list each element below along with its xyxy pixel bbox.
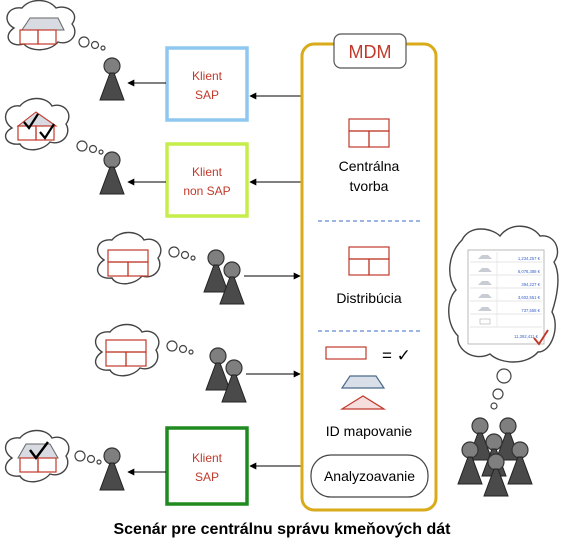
client-1-line1: Klient	[192, 69, 223, 83]
report-value-2: 6,078,388 €	[518, 269, 541, 274]
analysis-label: Analyzoavanie	[324, 468, 415, 484]
report-cloud-bubbles	[490, 368, 512, 410]
user-icon-2	[99, 151, 125, 195]
client-box-2	[165, 142, 249, 218]
user-icon-3	[99, 447, 125, 491]
id-mapping-label: ID mapovanie	[326, 423, 413, 439]
client-box-1	[165, 46, 249, 122]
id-mapping-trapezoid-icon	[340, 375, 386, 389]
client-2-line2: non SAP	[183, 184, 230, 198]
id-mapping-equals: = ✓	[382, 346, 411, 365]
user-group-icon-1	[203, 249, 245, 305]
distribution-icon	[348, 246, 390, 276]
thought-cloud-2	[4, 97, 104, 155]
thought-cloud-4	[94, 323, 194, 377]
diagram-caption: Scenár pre centrálnu správu kmeňových dá…	[113, 521, 451, 538]
report-value-3: 394,227 €	[521, 282, 540, 287]
thought-cloud-1	[6, 0, 106, 51]
id-mapping-triangle-icon	[339, 395, 387, 410]
user-group-icon-3	[457, 417, 533, 497]
analysis-box	[310, 454, 429, 498]
thought-cloud-3	[96, 231, 196, 285]
user-icon-1	[99, 57, 125, 101]
id-mapping-record-icon	[325, 346, 367, 360]
client-1-line2: SAP	[195, 88, 219, 102]
client-box-3	[165, 426, 249, 506]
thought-cloud-5	[4, 429, 102, 483]
mdm-title-box	[333, 33, 407, 69]
mdm-container	[300, 42, 438, 512]
report-value-4: 3,602,551 €	[518, 295, 541, 300]
report-value-1: 1,234,257 €	[518, 256, 541, 261]
client-2-line1: Klient	[192, 165, 223, 179]
mdm-title: MDM	[349, 42, 392, 62]
report-total: 11,392,411 €	[514, 334, 538, 339]
central-creation-line2: tvorba	[350, 178, 389, 194]
distribution-label: Distribúcia	[336, 290, 402, 306]
report-check-icon	[533, 329, 549, 346]
client-3-line1: Klient	[192, 451, 223, 465]
report-table: 1,234,257 € 6,078,388 € 394,227 € 3,602,…	[470, 252, 549, 346]
central-creation-icon	[348, 118, 390, 148]
client-3-line2: SAP	[195, 470, 219, 484]
central-creation-line1: Centrálna	[339, 158, 400, 174]
user-group-icon-2	[205, 347, 247, 403]
report-value-5: 737,558 €	[521, 308, 540, 313]
